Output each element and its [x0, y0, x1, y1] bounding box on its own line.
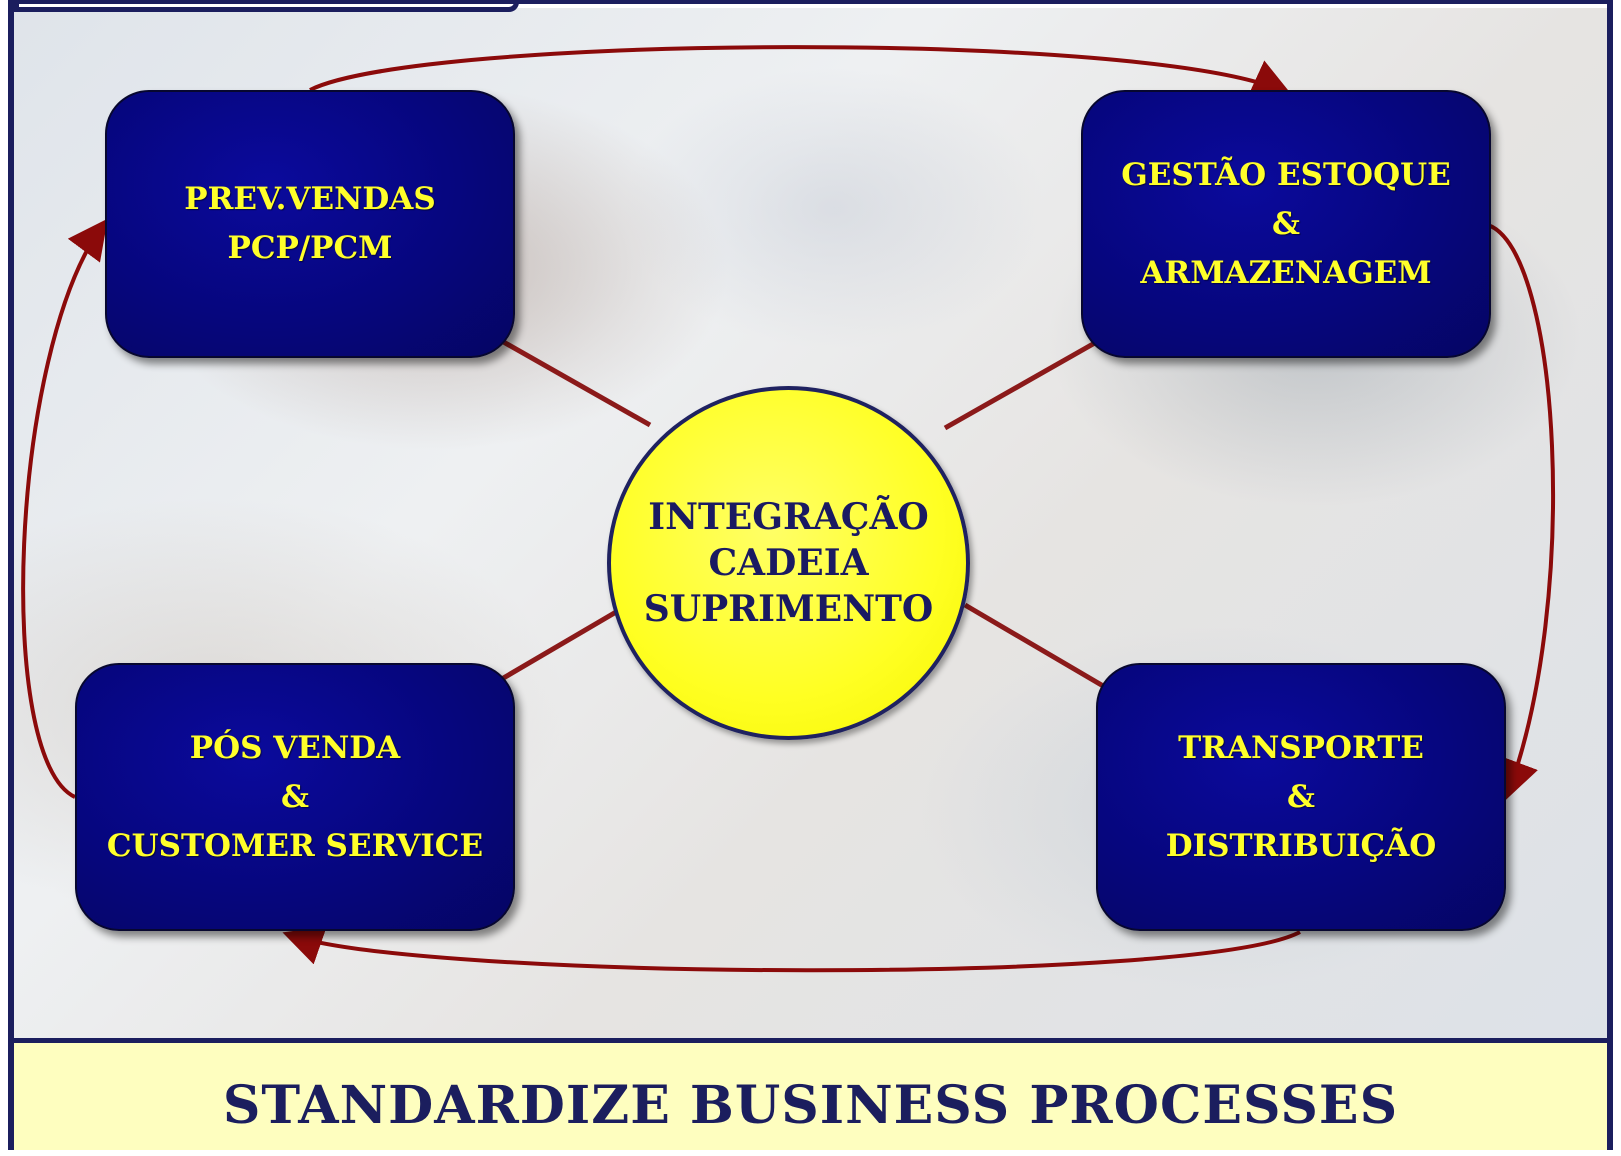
node-pos-venda: PÓS VENDA & CUSTOMER SERVICE [75, 663, 515, 931]
node-label-line: PCP/PCM [227, 230, 393, 266]
node-label-line: ARMAZENAGEM [1140, 254, 1432, 291]
spoke-top-right [943, 337, 1102, 431]
node-label-line: & [1287, 778, 1315, 815]
frame-top-tab [14, 0, 519, 12]
banner-title: STANDARDIZE BUSINESS PROCESSES [222, 1075, 1399, 1136]
arrow-top-left-to-top-right [309, 45, 1293, 97]
arrow-top-right-to-bottom-right [1487, 223, 1556, 801]
arrow-bottom-left-to-top-left [21, 218, 108, 799]
node-label-line: PÓS VENDA [189, 729, 401, 766]
spoke-bottom-left [498, 602, 630, 683]
node-label-line: CUSTOMER SERVICE [106, 827, 484, 864]
center-label-line: INTEGRAÇÃO [648, 496, 929, 538]
footer-banner: STANDARDIZE BUSINESS PROCESSES [14, 1038, 1607, 1150]
node-gestao-estoque: GESTÃO ESTOQUE & ARMAZENAGEM [1081, 90, 1491, 358]
center-label-line: CADEIA [708, 542, 869, 584]
node-prev-vendas: PREV.VENDAS PCP/PCM [105, 90, 515, 358]
node-label-line: & [281, 778, 309, 815]
node-label-line: GESTÃO ESTOQUE [1121, 156, 1451, 193]
node-label-line: TRANSPORTE [1178, 729, 1424, 766]
node-label-line: DISTRIBUIÇÃO [1165, 827, 1437, 864]
spoke-top-left [498, 337, 652, 428]
center-label-line: SUPRIMENTO [643, 588, 934, 630]
arrow-bottom-right-to-bottom-left [282, 926, 1301, 973]
spoke-bottom-right [963, 602, 1112, 693]
node-transporte: TRANSPORTE & DISTRIBUIÇÃO [1096, 663, 1506, 931]
center-node-integracao: INTEGRAÇÃO CADEIA SUPRIMENTO [607, 386, 970, 740]
node-label-line: & [1272, 205, 1300, 242]
node-label-line: PREV.VENDAS [184, 181, 436, 217]
